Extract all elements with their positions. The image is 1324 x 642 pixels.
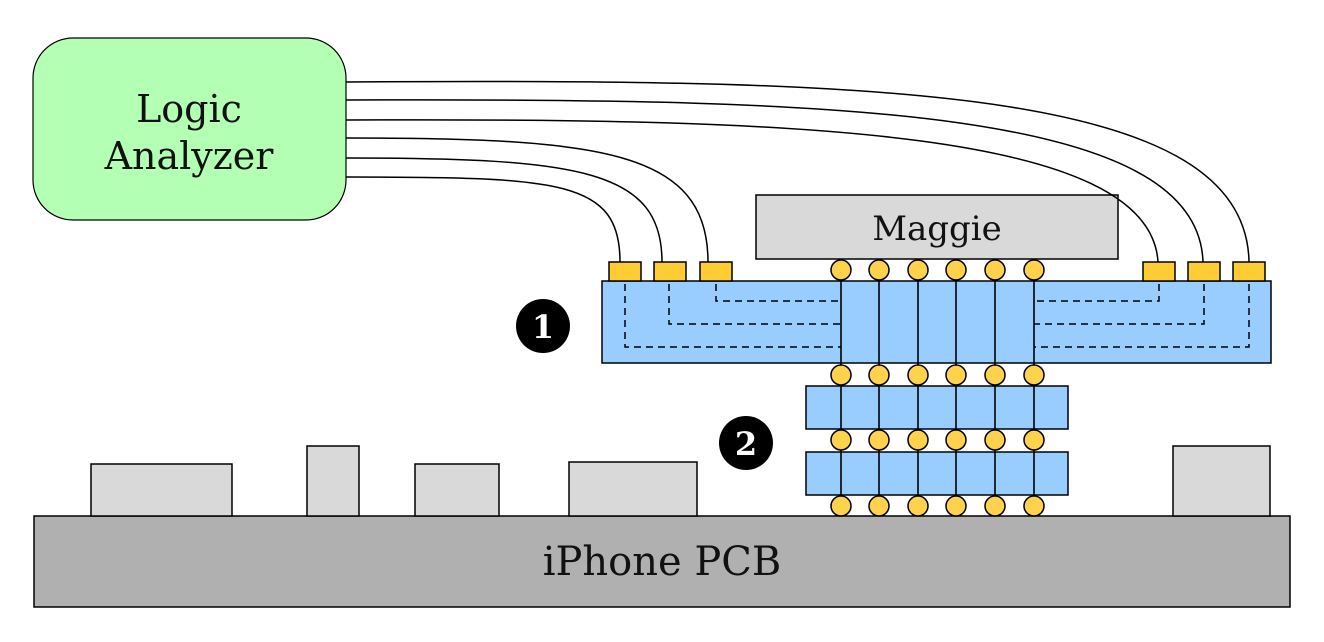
maggie-chip — [755, 194, 1119, 260]
pcb-label: iPhone PCB — [543, 539, 782, 585]
interposer-layer-lower — [805, 451, 1069, 496]
interposer-layer-upper — [805, 385, 1069, 430]
svg-text:2: 2 — [735, 425, 757, 463]
solder-balls-row-1 — [830, 259, 1045, 281]
logic-analyzer-label-line1: Logic — [136, 87, 242, 131]
logic-analyzer-label-line2: Analyzer — [104, 134, 275, 178]
badge-one: 1 — [516, 299, 570, 353]
pcb-component — [1172, 445, 1271, 517]
pcb-component — [90, 463, 233, 517]
pcb-component — [568, 461, 698, 517]
pcb-board — [33, 515, 1291, 608]
probe-pads — [608, 261, 1266, 282]
solder-balls-row-2 — [830, 364, 1045, 386]
svg-text:1: 1 — [532, 308, 554, 346]
maggie-label: Maggie — [872, 209, 1002, 249]
internal-trace — [715, 272, 841, 302]
pcb-component — [414, 463, 500, 517]
probe-wires — [345, 80, 1250, 263]
badge-two: 2 — [719, 416, 773, 470]
logic-analyzer-box — [32, 37, 347, 221]
internal-trace — [624, 272, 841, 348]
solder-balls-row-3 — [830, 429, 1045, 451]
internal-trace — [668, 272, 841, 325]
via-lines — [840, 270, 1035, 506]
pcb-component — [306, 445, 360, 517]
internal-trace — [1034, 272, 1205, 325]
internal-trace — [1034, 272, 1160, 302]
probe-interposer — [601, 280, 1272, 364]
internal-trace — [1034, 272, 1250, 348]
solder-balls-row-4 — [830, 495, 1045, 517]
